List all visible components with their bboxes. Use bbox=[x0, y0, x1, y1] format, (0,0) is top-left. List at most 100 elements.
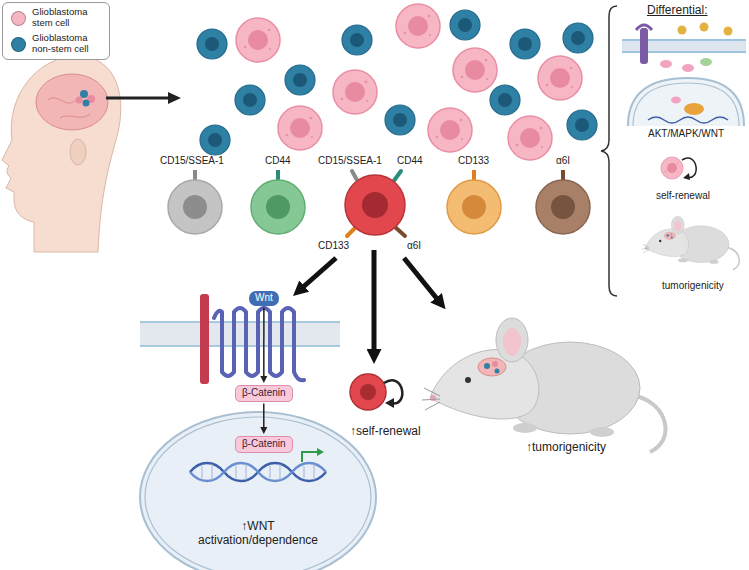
marker-cells bbox=[168, 170, 590, 236]
marker-label: CD133 bbox=[318, 240, 349, 252]
tumor-cell-cluster bbox=[538, 56, 582, 100]
tumor-cell-cluster bbox=[510, 29, 540, 59]
marker-cells bbox=[168, 180, 222, 234]
marker-cells bbox=[266, 195, 290, 219]
marker-cells bbox=[345, 175, 405, 235]
signaling-icon bbox=[671, 97, 681, 104]
tumor-cell-cluster bbox=[333, 70, 377, 114]
tumor-cell-cluster bbox=[385, 105, 415, 135]
marker-label: CD44 bbox=[397, 155, 423, 167]
marker-cells bbox=[251, 180, 305, 234]
head-profile bbox=[36, 74, 108, 130]
outcome-label: ↑tumorigenicity bbox=[526, 440, 606, 454]
head-profile bbox=[80, 90, 88, 98]
wnt-pathway-illustration bbox=[140, 345, 340, 347]
property-label: tumorigenicity bbox=[662, 280, 724, 292]
pathway-label: AKT/MAPK/WNT bbox=[648, 128, 724, 140]
self-renewal-icon bbox=[683, 173, 690, 180]
panel-heading: Differential: bbox=[647, 3, 707, 17]
box-text: β-Catenin bbox=[242, 387, 286, 400]
marker-cells bbox=[393, 171, 401, 182]
wnt-pathway-illustration bbox=[317, 448, 324, 456]
marker-cells bbox=[551, 195, 575, 219]
wnt-pathway-illustration bbox=[202, 464, 314, 480]
self-renewal-cell bbox=[360, 384, 376, 400]
tumor-cell-cluster bbox=[342, 25, 372, 55]
mouse-icon-small bbox=[642, 216, 739, 270]
tumor-cell-cluster bbox=[235, 85, 265, 115]
tumor-arrow bbox=[106, 97, 168, 100]
marker-cells bbox=[362, 192, 388, 218]
property-label: self-renewal bbox=[656, 190, 710, 202]
marker-label: α6I bbox=[407, 240, 421, 252]
box-text: β-Catenin bbox=[242, 438, 286, 451]
wnt-pathway-illustration bbox=[190, 463, 326, 481]
outcome-label: ↑self-renewal bbox=[350, 424, 421, 438]
tumor-arrow bbox=[168, 92, 181, 104]
mouse-icon-small bbox=[642, 216, 739, 270]
self-renewal-icon bbox=[661, 157, 683, 179]
tumor-cell-cluster bbox=[200, 125, 230, 155]
legend-text: Glioblastoma non-stem cell bbox=[32, 33, 104, 55]
signaling-icon bbox=[660, 60, 672, 68]
wnt-pathway-illustration bbox=[140, 321, 340, 323]
head-profile bbox=[76, 97, 83, 104]
tumor-cell-cluster bbox=[508, 116, 552, 160]
legend-swatch bbox=[11, 11, 26, 26]
self-renewal-icon bbox=[661, 157, 696, 180]
tumor-cell-cluster bbox=[453, 48, 497, 92]
outcome-label: ↑WNT activation/dependence bbox=[183, 519, 333, 548]
wnt-pathway-illustration bbox=[214, 308, 304, 380]
arrow-head bbox=[260, 427, 267, 434]
ligand-box: Wnt bbox=[249, 291, 279, 306]
wnt-pathway-illustration bbox=[140, 322, 340, 346]
signaling-icon bbox=[633, 83, 739, 126]
tumor-cell-cluster bbox=[236, 18, 280, 62]
outcome-arrows bbox=[302, 258, 336, 288]
wnt-pathway-illustration bbox=[140, 294, 376, 570]
marker-label: CD15/SSEA-1 bbox=[160, 155, 224, 167]
box-text: Wnt bbox=[255, 292, 273, 305]
connector bbox=[260, 404, 267, 435]
legend-text: Glioblastoma stem cell bbox=[32, 7, 104, 29]
signaling-icon bbox=[700, 23, 709, 32]
signaling-icon bbox=[724, 27, 733, 36]
marker-cells bbox=[347, 227, 356, 236]
tumor-cell-cluster bbox=[396, 4, 440, 48]
connector-line bbox=[263, 308, 265, 377]
bracket bbox=[601, 6, 617, 296]
tumor-cell-cluster bbox=[197, 4, 597, 160]
legend-swatch bbox=[11, 37, 26, 52]
head-profile bbox=[48, 98, 90, 118]
wnt-pathway-illustration bbox=[140, 412, 376, 570]
tumor-cell-cluster bbox=[428, 108, 472, 152]
head-profile bbox=[2, 56, 121, 252]
self-renewal-cell bbox=[350, 374, 386, 410]
protein-box: β-Catenin bbox=[235, 436, 293, 453]
marker-cells bbox=[536, 180, 590, 234]
marker-cells bbox=[462, 195, 486, 219]
signaling-icon bbox=[648, 117, 728, 123]
tumor-cell-cluster bbox=[567, 110, 597, 140]
signaling-icon bbox=[684, 103, 704, 115]
wnt-pathway-illustration bbox=[145, 417, 371, 570]
self-renewal-cell bbox=[350, 374, 402, 410]
signaling-icon bbox=[636, 25, 652, 30]
self-renewal-cell bbox=[385, 398, 394, 408]
head-profile bbox=[83, 100, 90, 107]
bracket bbox=[601, 6, 617, 296]
mouse-figure-large bbox=[422, 318, 666, 452]
mouse-figure-large bbox=[422, 318, 666, 452]
signaling-icon bbox=[622, 23, 746, 127]
protein-box: β-Catenin bbox=[235, 385, 293, 402]
marker-label: CD133 bbox=[458, 155, 489, 167]
wnt-pathway-illustration bbox=[302, 452, 317, 462]
arrow-head bbox=[260, 376, 267, 383]
connector bbox=[260, 308, 267, 384]
tumor-arrow bbox=[106, 92, 181, 104]
tumor-cell-cluster bbox=[490, 85, 520, 115]
legend-box: Glioblastoma stem cellGlioblastoma non-s… bbox=[2, 2, 110, 60]
marker-label: CD44 bbox=[265, 155, 291, 167]
